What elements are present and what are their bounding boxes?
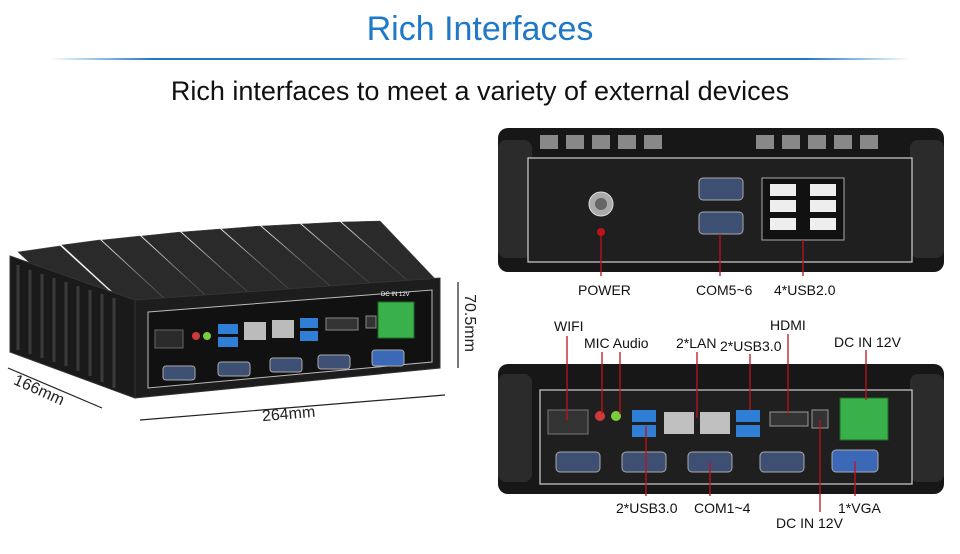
front-dc-in-bottom-label: DC IN 12V	[776, 515, 843, 531]
front-usb30-top-label: 2*USB3.0	[720, 338, 782, 354]
front-com-label: COM1~4	[694, 500, 751, 516]
rear-com-label: COM5~6	[696, 282, 753, 298]
front-dc-in-top-label: DC IN 12V	[834, 334, 901, 350]
front-hdmi-label: HDMI	[770, 317, 806, 333]
front-lan-label: 2*LAN	[676, 335, 717, 351]
front-wifi-label: WIFI	[554, 318, 584, 334]
page-subtitle: Rich interfaces to meet a variety of ext…	[170, 76, 790, 106]
front-vga-label: 1*VGA	[838, 500, 881, 516]
title-divider	[50, 58, 910, 60]
rear-usb-label: 4*USB2.0	[774, 282, 836, 298]
page-title: Rich Interfaces	[366, 10, 594, 48]
dc-panel-label: DC IN 12V	[381, 292, 410, 298]
rear-power-label: POWER	[578, 282, 631, 298]
front-usb30-bottom-label: 2*USB3.0	[616, 500, 678, 516]
front-mic-audio-label: MIC Audio	[584, 335, 649, 351]
